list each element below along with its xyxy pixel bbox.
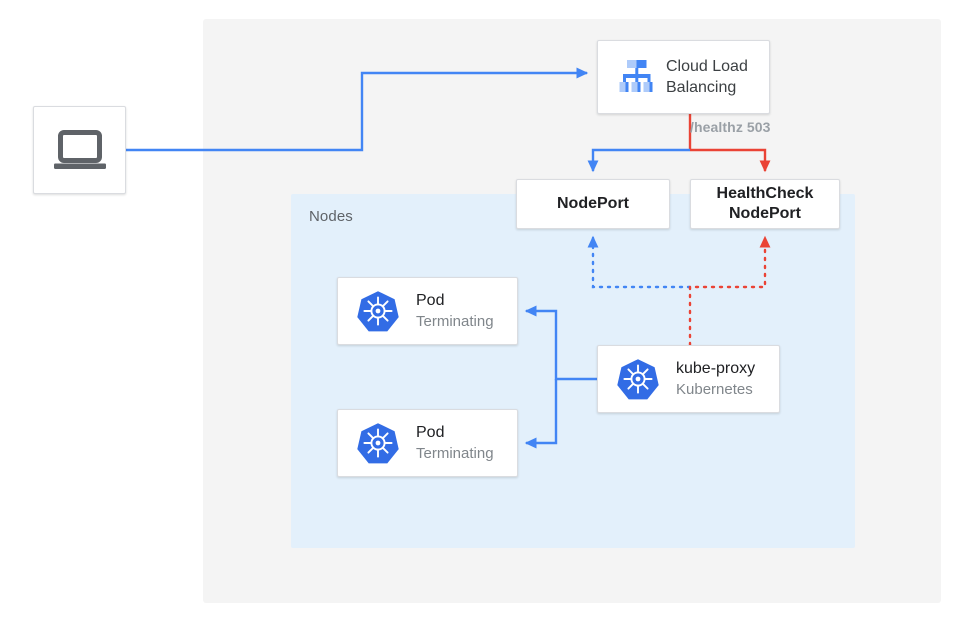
kubernetes-icon [350,418,406,468]
pod-status-1: Terminating [416,313,494,330]
pod-text-1: Pod Terminating [416,290,494,332]
cloud-load-balancing-text: Cloud Load Balancing [666,56,748,98]
kubernetes-icon [610,354,666,404]
pod-title-1: Pod [416,292,445,309]
kube-proxy-text: kube-proxy Kubernetes [676,358,755,400]
healthz-edge-label: /healthz 503 [690,119,771,135]
pod-node-1[interactable]: Pod Terminating [337,277,518,345]
kube-proxy-node[interactable]: kube-proxy Kubernetes [597,345,780,413]
kube-proxy-subtitle: Kubernetes [676,381,753,398]
pod-status-2: Terminating [416,445,494,462]
pod-node-2[interactable]: Pod Terminating [337,409,518,477]
kubernetes-icon [350,286,406,336]
laptop-icon [52,128,108,172]
nodes-panel-label: Nodes [309,208,353,225]
pod-text-2: Pod Terminating [416,422,494,464]
cloud-load-balancing-icon [608,51,666,103]
cloud-load-balancing-node[interactable]: Cloud Load Balancing [597,40,770,114]
pod-title-2: Pod [416,424,445,441]
client-node[interactable] [33,106,126,194]
nodeport-label: NodePort [557,195,629,212]
nodeport-node[interactable]: NodePort [516,179,670,229]
healthcheck-nodeport-node[interactable]: HealthCheck NodePort [690,179,840,229]
cloud-load-balancing-title: Cloud Load Balancing [666,58,748,96]
kube-proxy-title: kube-proxy [676,360,756,377]
healthcheck-nodeport-label: HealthCheck NodePort [716,185,814,222]
